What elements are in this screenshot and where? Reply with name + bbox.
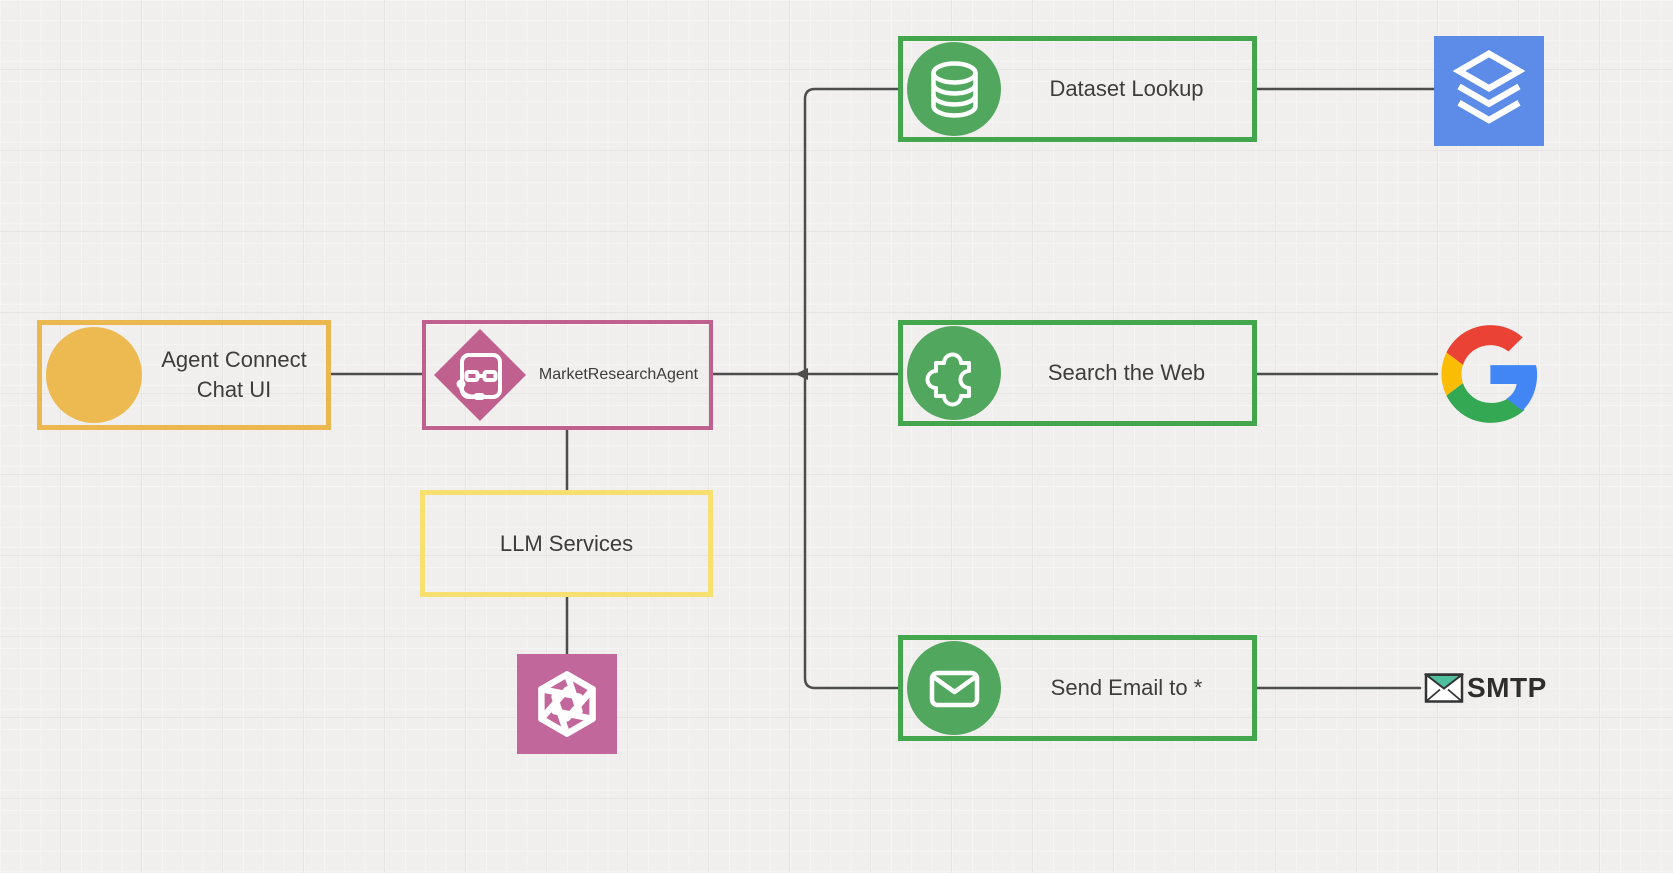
chat-ui-label-line2: Chat UI: [196, 377, 272, 402]
node-dataset-lookup[interactable]: Dataset Lookup: [898, 36, 1257, 142]
llm-services-label: LLM Services: [499, 530, 634, 556]
agent-label: MarketResearchAgent: [538, 366, 699, 384]
database-icon: [907, 42, 1001, 136]
edge-branch-up: [803, 87, 900, 376]
node-send-email[interactable]: Send Email to *: [898, 635, 1257, 741]
agent-diamond-icon: [434, 329, 526, 421]
chat-ui-label-line1: Agent Connect: [161, 347, 307, 373]
puzzle-icon: [907, 326, 1001, 420]
chat-ui-circle-icon: [46, 327, 142, 423]
junction-arrow: [795, 368, 808, 380]
node-agent-connect-chat-ui[interactable]: Agent Connect Chat UI: [37, 320, 331, 430]
layers-stack-icon[interactable]: [1434, 36, 1544, 146]
smtp-label: SMTP: [1467, 672, 1547, 703]
smtp-logo[interactable]: SMTP: [1424, 667, 1547, 709]
google-logo[interactable]: [1441, 324, 1541, 424]
edge-branch-down: [803, 372, 900, 690]
node-market-research-agent[interactable]: MarketResearchAgent: [422, 320, 713, 430]
search-the-web-label: Search the Web: [1047, 360, 1206, 386]
node-search-the-web[interactable]: Search the Web: [898, 320, 1257, 426]
smtp-envelope-icon: [1424, 672, 1464, 703]
node-llm-services[interactable]: LLM Services: [420, 490, 713, 597]
envelope-icon: [907, 641, 1001, 735]
send-email-label: Send Email to *: [1050, 675, 1203, 701]
chat-ui-label: Agent Connect Chat UI: [142, 345, 326, 404]
dataset-lookup-label: Dataset Lookup: [1049, 76, 1204, 102]
openai-logo[interactable]: [517, 654, 617, 754]
